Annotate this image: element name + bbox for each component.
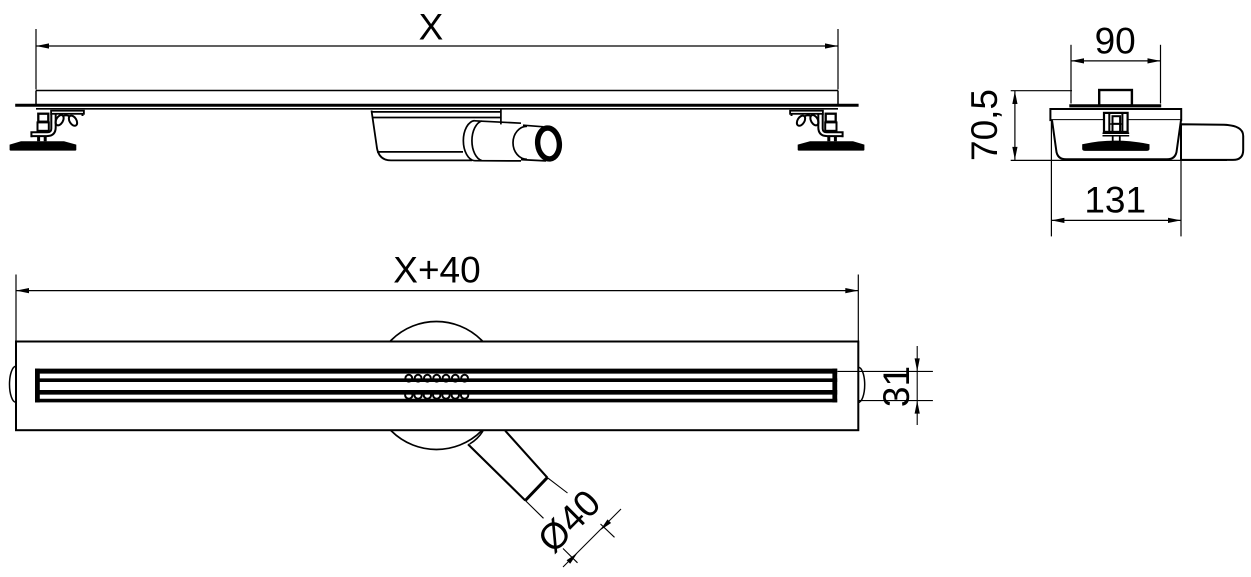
svg-text:131: 131 [1084, 180, 1146, 221]
svg-text:X: X [419, 7, 444, 48]
svg-text:70,5: 70,5 [964, 89, 1005, 161]
svg-text:31: 31 [876, 366, 917, 407]
svg-text:90: 90 [1095, 21, 1136, 62]
svg-text:X+40: X+40 [393, 249, 480, 290]
